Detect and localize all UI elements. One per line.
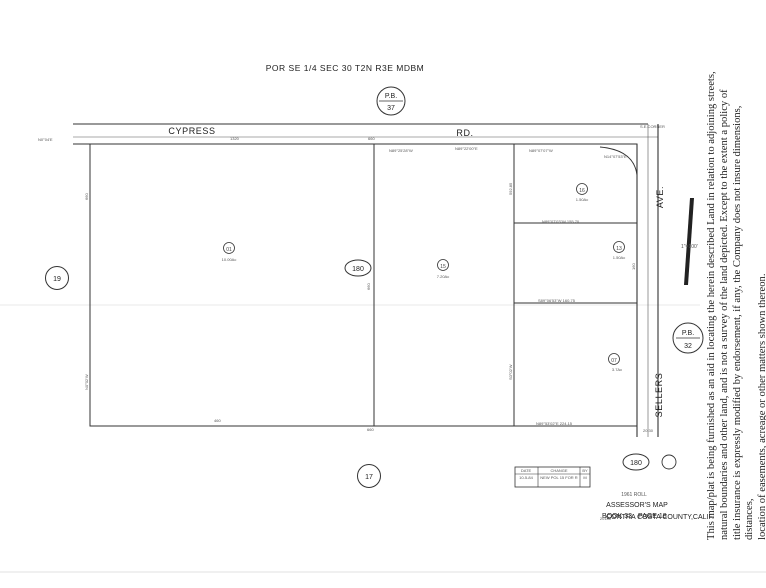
road-suffix-rd: RD. xyxy=(456,128,473,138)
block-outline xyxy=(89,143,638,427)
road-name-cypress: CYPRESS xyxy=(168,126,215,136)
map-code: 20140 xyxy=(600,516,612,521)
dim: 660 xyxy=(84,193,89,200)
disclaimer-line: location of easements, acreage or other … xyxy=(757,273,766,540)
avenue-name-sellers: SELLERS xyxy=(654,373,664,418)
dim: N89°07'03"W 155.70 xyxy=(542,219,580,224)
corner-curve xyxy=(599,146,638,176)
table-cell-date: 10-5-84 xyxy=(519,475,534,480)
adjacent-map-bottom: 17 xyxy=(357,464,381,488)
parcel-area: 7.20Ac xyxy=(437,274,449,279)
dim: S89°06'53"W 160.75 xyxy=(538,298,576,303)
north-arrow: 1"=100' xyxy=(681,198,698,285)
parcel-area: 3.7Ac xyxy=(612,367,622,372)
page-label: PAGE 18 xyxy=(638,513,667,520)
parcel-area: 10.00Ac xyxy=(222,257,237,262)
dimension-labels: N0°04'E 1320 660 N89°25'28"W N89°22'00"E… xyxy=(38,124,665,433)
parcel-number: 15 xyxy=(440,264,446,270)
dim: 20 30 xyxy=(643,428,654,433)
pb-value: 32 xyxy=(684,343,692,350)
dim: 660 xyxy=(366,283,371,290)
parcel-lines xyxy=(89,143,638,427)
roll-year: 1961 ROLL xyxy=(621,492,647,498)
adjacent-number: 19 xyxy=(53,276,61,283)
parcel-number: 16 xyxy=(579,188,585,194)
county-name: CONTRA COSTA COUNTY,CALIF. xyxy=(606,514,714,521)
adjacent-number: 17 xyxy=(365,474,373,481)
parcel-01: 01 10.00Ac xyxy=(222,242,237,262)
block-number-center: 180 xyxy=(344,259,372,277)
dim: 660 xyxy=(367,427,374,432)
block-number: 180 xyxy=(352,266,364,273)
disclaimer: This map/plat is being furnished as an a… xyxy=(706,70,766,540)
dim: N14°07'53"E xyxy=(604,154,627,159)
north-arrow-icon xyxy=(684,198,694,285)
map-scale: 1"=100' xyxy=(681,244,698,250)
dim: 460 xyxy=(214,418,221,423)
parcel-number: 07 xyxy=(611,358,617,364)
pb-reference-top: P.B. 37 xyxy=(376,86,406,116)
block-number: 180 xyxy=(630,460,642,467)
parcel-16: 16 1.50Ac xyxy=(576,183,588,202)
pb-label: P.B. xyxy=(682,330,694,337)
parcel-07: 07 3.7Ac xyxy=(608,353,622,372)
dim: S.E.CORNER xyxy=(640,124,665,129)
dim: N89°22'00"E xyxy=(455,146,478,151)
pb-value: 37 xyxy=(387,105,395,112)
table-header-change: CHANGE xyxy=(550,468,567,473)
disclaimer-line: title insurance is expressly modified by… xyxy=(731,105,756,540)
parcel-15: 15 7.20Ac xyxy=(437,259,449,279)
table-cell-by: M xyxy=(583,475,586,480)
map-name: ASSESSOR'S MAP xyxy=(606,502,668,509)
dim: N89°25'28"W xyxy=(389,148,413,153)
title-block: 1961 ROLL ASSESSOR'S MAP BOOK 33 PAGE 18… xyxy=(600,492,714,521)
dim: 160 xyxy=(631,263,636,270)
parcel-number: 13 xyxy=(616,246,622,252)
change-table: DATE CHANGE BY 10-5-84 NEW POL 15 FOR R … xyxy=(514,466,591,488)
dim: 1320 xyxy=(230,136,240,141)
disclaimer-line: natural boundaries and other land, and i… xyxy=(718,89,730,540)
dim: N89°53'02"E 224.15 xyxy=(536,421,573,426)
pb-label: P.B. xyxy=(385,93,397,100)
parcel-area: 1.50Ac xyxy=(613,255,625,260)
parcel-13: 13 1.50Ac xyxy=(613,241,625,260)
section-header: POR SE 1/4 SEC 30 T2N R3E MDBM xyxy=(266,63,424,73)
dim: N89°07'07"W xyxy=(529,148,553,153)
parcel-area: 1.50Ac xyxy=(576,197,588,202)
table-header-by: BY xyxy=(582,468,588,473)
pb-reference-right: P.B. 32 xyxy=(672,322,704,354)
block-number-bottom: 180 xyxy=(622,453,677,471)
parcel-number: 01 xyxy=(226,247,232,253)
table-header-date: DATE xyxy=(521,468,532,473)
table-cell-change: NEW POL 15 FOR R xyxy=(540,475,578,480)
adjacent-map-left: 19 xyxy=(45,266,69,290)
dim: S0°02'W xyxy=(508,364,513,380)
disclaimer-line: This map/plat is being furnished as an a… xyxy=(706,71,717,540)
avenue-suffix-ave: AVE. xyxy=(655,186,665,208)
dim: N0°04'E xyxy=(38,137,53,142)
dim: N0°02'W xyxy=(84,374,89,390)
dim: 660 xyxy=(368,136,375,141)
dim: 592.85 xyxy=(508,182,513,195)
book-label: BOOK 33 xyxy=(602,513,632,520)
